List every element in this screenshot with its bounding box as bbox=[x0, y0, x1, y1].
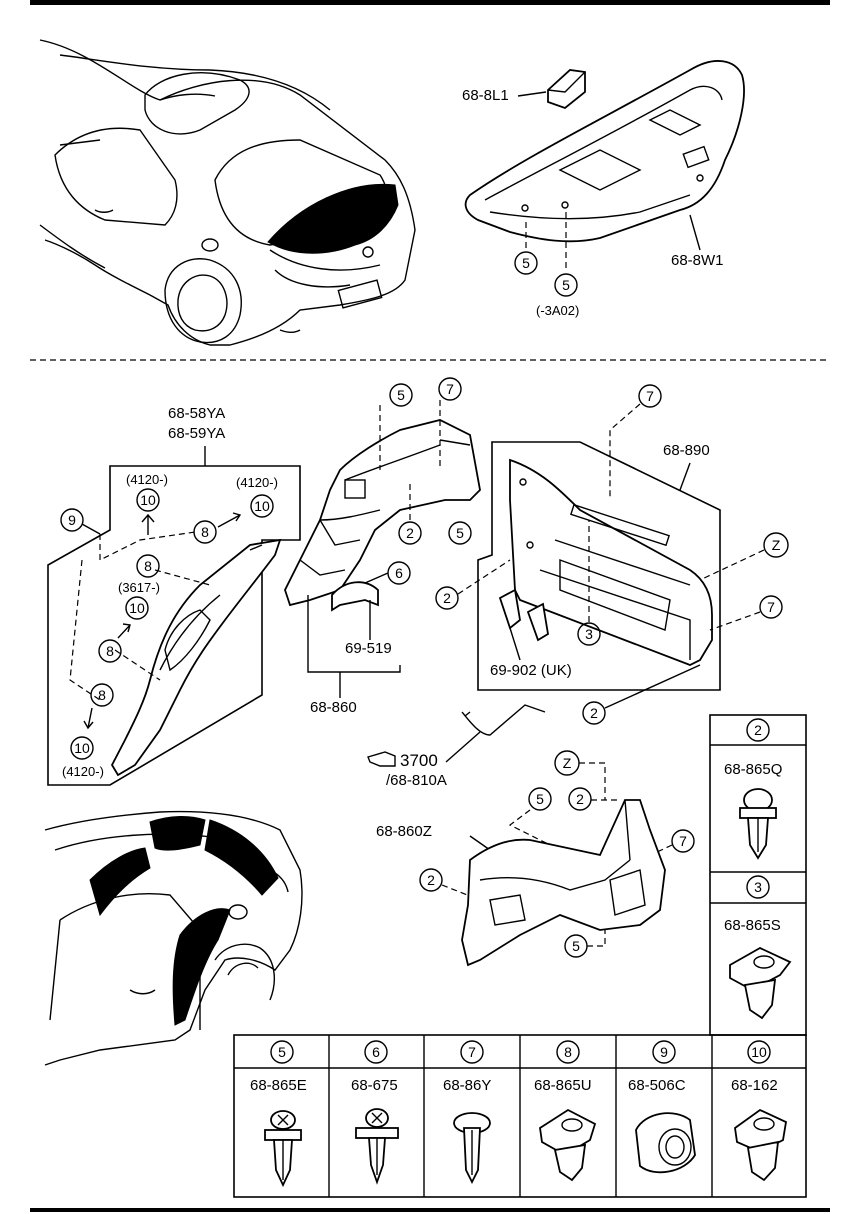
trunk-lid-trim bbox=[464, 60, 745, 243]
ref-5-center-a: 5 bbox=[397, 387, 405, 403]
ref-2-lower-b: 2 bbox=[427, 872, 435, 888]
ref-7-lower: 7 bbox=[679, 833, 687, 849]
ref-2-center-b: 2 bbox=[443, 590, 451, 606]
ref-7-center-a: 7 bbox=[446, 381, 454, 397]
clip-10-icon bbox=[734, 1108, 788, 1182]
clip-8-icon bbox=[539, 1108, 597, 1182]
code-4120-c: (4120-) bbox=[62, 764, 104, 779]
fastener-ref-8: 8 bbox=[564, 1044, 572, 1060]
ref-2-lower-a: 2 bbox=[576, 791, 584, 807]
ref-8-b: 8 bbox=[144, 558, 152, 574]
side-trim-highlight-a bbox=[89, 847, 151, 917]
ref-10-c: 10 bbox=[129, 600, 145, 616]
ref-9: 9 bbox=[68, 512, 76, 528]
ref-5-lower-a: 5 bbox=[536, 791, 544, 807]
code-3617: (3617-) bbox=[118, 580, 160, 595]
ref-z-b: Z bbox=[563, 755, 572, 771]
cap-9-icon bbox=[635, 1112, 696, 1174]
trim-clip-7-icon bbox=[453, 1112, 491, 1185]
fastener-part-68-675: 68-675 bbox=[351, 1077, 398, 1094]
label-68-810A: /68-810A bbox=[386, 772, 447, 789]
top-border bbox=[30, 0, 830, 5]
fastener-ref-5: 5 bbox=[278, 1044, 286, 1060]
trunk-pad bbox=[547, 69, 586, 110]
fastener-ref-10: 10 bbox=[751, 1044, 767, 1060]
fastener-ref-9: 9 bbox=[660, 1044, 668, 1060]
variant-note: (-3A02) bbox=[536, 303, 579, 318]
side-trim-panel bbox=[110, 538, 282, 777]
ref-8-c: 8 bbox=[106, 643, 114, 659]
fastener-ref-7: 7 bbox=[468, 1044, 476, 1060]
fastener-part-68-162: 68-162 bbox=[731, 1077, 778, 1094]
label-68-58YA: 68-58YA bbox=[168, 405, 225, 422]
car-side-illustration bbox=[44, 810, 303, 1066]
ref-2-center-a: 2 bbox=[406, 525, 414, 541]
clip-2-icon bbox=[739, 788, 777, 860]
label-68-8W1: 68-8W1 bbox=[671, 252, 724, 269]
end-trim-box bbox=[477, 441, 721, 691]
fastener-part-68-86Y: 68-86Y bbox=[443, 1077, 491, 1094]
hook-right bbox=[526, 602, 549, 642]
label-68-860: 68-860 bbox=[310, 699, 357, 716]
ref-5-trunk: 5 bbox=[522, 255, 530, 271]
tool-rod bbox=[461, 704, 546, 736]
label-3700: 3700 bbox=[400, 751, 438, 770]
hand-pointer-icon bbox=[367, 751, 396, 767]
fastener-table bbox=[233, 1034, 807, 1198]
label-68-59YA: 68-59YA bbox=[168, 425, 225, 442]
ref-z-a: Z bbox=[772, 537, 781, 553]
ref-8-d: 8 bbox=[98, 687, 106, 703]
side-trim-highlight-d bbox=[172, 908, 231, 1026]
side-trim-box bbox=[47, 465, 301, 786]
car-rear-illustration bbox=[39, 39, 416, 346]
ref-5-center-b: 5 bbox=[456, 525, 464, 541]
hook-left bbox=[498, 588, 521, 630]
fastener-side-ref-2: 2 bbox=[754, 722, 762, 738]
label-69-519: 69-519 bbox=[345, 640, 392, 657]
side-trim-highlight-c bbox=[204, 819, 279, 896]
code-4120-a: (4120-) bbox=[126, 472, 168, 487]
bottom-border bbox=[30, 1208, 830, 1212]
fastener-side-ref-3: 3 bbox=[754, 879, 762, 895]
push-rivet-5-icon bbox=[264, 1110, 302, 1188]
fastener-side-part-2: 68-865Q bbox=[724, 761, 782, 778]
code-4120-b: (4120-) bbox=[236, 475, 278, 490]
ref-7-center-b: 7 bbox=[646, 388, 654, 404]
end-trim-panel bbox=[509, 458, 713, 666]
fastener-side-part-3: 68-865S bbox=[724, 917, 781, 934]
fastener-ref-6: 6 bbox=[372, 1044, 380, 1060]
label-68-860Z: 68-860Z bbox=[376, 823, 432, 840]
lower-trim-panel bbox=[461, 799, 666, 967]
ref-3-center: 3 bbox=[585, 626, 593, 642]
push-rivet-6-icon bbox=[355, 1108, 399, 1185]
ref-5-lower-b: 5 bbox=[572, 938, 580, 954]
ref-10-a: 10 bbox=[140, 492, 156, 508]
trunk-trim-highlight bbox=[267, 183, 399, 254]
ref-5-trunk-variant: 5 bbox=[562, 277, 570, 293]
ref-6: 6 bbox=[395, 565, 403, 581]
label-69-902: 69-902 (UK) bbox=[490, 662, 572, 679]
ref-7-center-c: 7 bbox=[767, 599, 775, 615]
clip-3-icon bbox=[729, 946, 792, 1020]
fastener-part-68-506C: 68-506C bbox=[628, 1077, 686, 1094]
ref-10-d: 10 bbox=[74, 740, 90, 756]
center-panel bbox=[284, 419, 481, 612]
label-68-890: 68-890 bbox=[663, 442, 710, 459]
side-trim-highlight-b bbox=[149, 816, 206, 851]
ref-2-center-c: 2 bbox=[590, 705, 598, 721]
ref-8-a: 8 bbox=[201, 524, 209, 540]
fastener-part-68-865E: 68-865E bbox=[250, 1077, 307, 1094]
ref-10-b: 10 bbox=[254, 498, 270, 514]
label-68-8L1: 68-8L1 bbox=[462, 87, 509, 104]
fastener-part-68-865U: 68-865U bbox=[534, 1077, 592, 1094]
